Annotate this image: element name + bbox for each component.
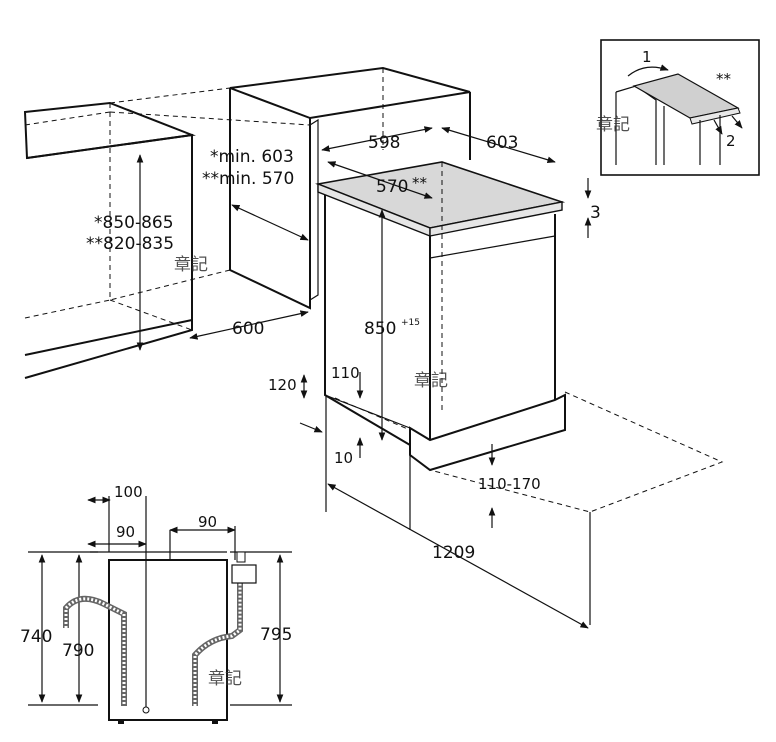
label-795: 795 bbox=[260, 625, 292, 645]
label-820-835: **820-835 bbox=[86, 234, 174, 254]
curved-arrow-icon bbox=[627, 64, 669, 77]
label-850-sup: +15 bbox=[401, 318, 420, 328]
inset-label-1: 1 bbox=[642, 48, 652, 66]
door-hinge-inset bbox=[600, 39, 760, 176]
label-850: 850 bbox=[364, 319, 396, 339]
watermark: 章記 bbox=[174, 255, 208, 275]
label-120: 120 bbox=[268, 376, 297, 394]
watermark: 章記 bbox=[414, 371, 448, 391]
back-cabinet bbox=[109, 66, 471, 340]
dishwasher bbox=[299, 126, 724, 629]
label-110: 110 bbox=[331, 364, 360, 382]
watermark: 章記 bbox=[596, 115, 630, 135]
label-598: 598 bbox=[368, 133, 400, 153]
label-850-865: *850-865 bbox=[94, 213, 174, 233]
label-min-570: **min. 570 bbox=[202, 169, 294, 189]
left-cabinet bbox=[23, 101, 196, 379]
label-600: 600 bbox=[232, 319, 264, 339]
label-790: 790 bbox=[62, 641, 94, 661]
label-10: 10 bbox=[334, 449, 353, 467]
connector-icon bbox=[231, 564, 257, 584]
label-110-170: 110-170 bbox=[478, 475, 541, 493]
label-1209: 1209 bbox=[432, 543, 475, 563]
inset-frame bbox=[600, 39, 760, 176]
label-570: 570 bbox=[376, 177, 408, 197]
label-90-left: 90 bbox=[116, 523, 135, 541]
inset-label-2: 2 bbox=[726, 132, 736, 150]
label-90-right: 90 bbox=[198, 513, 217, 531]
label-603: 603 bbox=[486, 133, 518, 153]
label-740: 740 bbox=[20, 627, 52, 647]
inset-label-mark: ** bbox=[716, 70, 732, 88]
label-min-603: *min. 603 bbox=[210, 147, 294, 167]
watermark: 章記 bbox=[208, 669, 242, 689]
label-570-mark: ** bbox=[412, 174, 428, 192]
label-3: 3 bbox=[590, 203, 601, 223]
side-view bbox=[28, 496, 292, 724]
label-100: 100 bbox=[114, 483, 143, 501]
